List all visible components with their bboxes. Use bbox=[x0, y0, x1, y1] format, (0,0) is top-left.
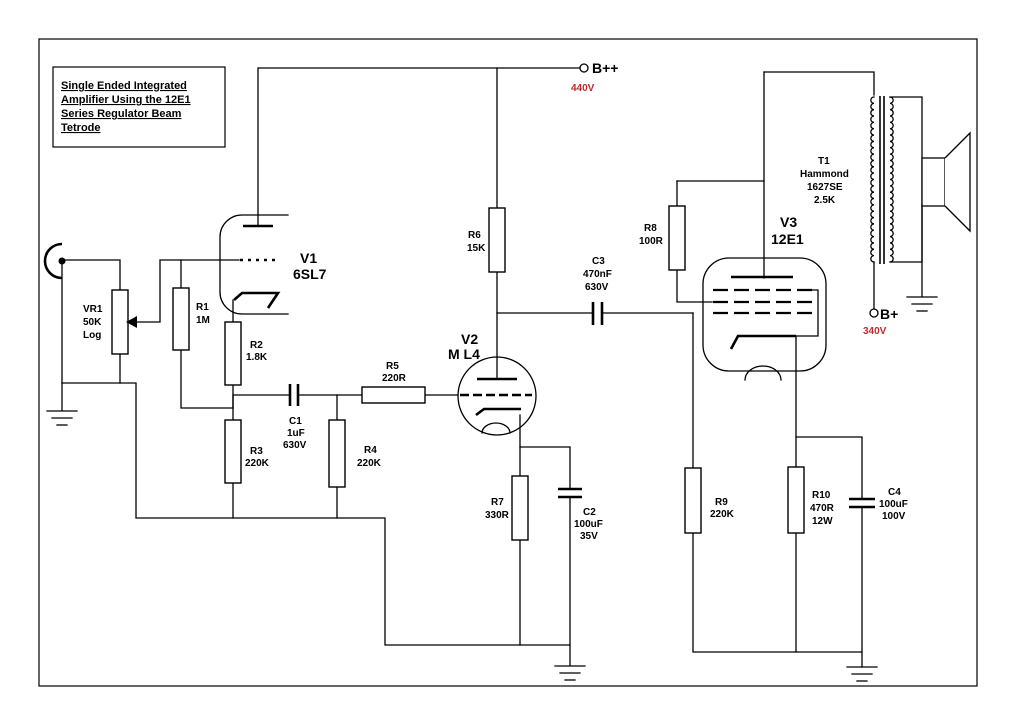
v3-type: 12E1 bbox=[771, 231, 804, 247]
r6-value: 15K bbox=[467, 243, 486, 254]
t1-label: T1 bbox=[818, 156, 830, 167]
r1-label: R1 bbox=[196, 302, 209, 313]
resistor-r8: R8 100R bbox=[639, 205, 686, 271]
vr1-value: 50K bbox=[83, 317, 102, 328]
resistor-r1: R1 1M bbox=[172, 287, 210, 351]
ground-input bbox=[46, 382, 78, 426]
capacitor-c3: C3 470nF 630V bbox=[583, 256, 612, 325]
r5-label: R5 bbox=[386, 361, 399, 372]
r10-label: R10 bbox=[812, 490, 831, 501]
r9-label: R9 bbox=[715, 497, 728, 508]
resistor-r4: R4 220K bbox=[328, 419, 382, 488]
resistor-r3: R3 220K bbox=[224, 419, 270, 484]
title-line-1: Single Ended Integrated bbox=[61, 80, 187, 92]
resistor-r6: R6 15K bbox=[467, 207, 506, 273]
c3-voltage: 630V bbox=[585, 282, 609, 293]
resistor-r10: R10 470R 12W bbox=[787, 466, 835, 534]
tube-v2: V2 M L4 bbox=[448, 331, 537, 436]
c1-voltage: 630V bbox=[283, 440, 307, 451]
t1-impedance: 2.5K bbox=[814, 195, 836, 206]
v1-label: V1 bbox=[300, 250, 317, 266]
resistor-r5: R5 220R bbox=[361, 361, 426, 404]
c4-voltage: 100V bbox=[882, 511, 906, 522]
vr1-taper: Log bbox=[83, 330, 101, 341]
r9-value: 220K bbox=[710, 509, 735, 520]
ground-v2-cathode bbox=[554, 665, 586, 681]
c2-value: 100uF bbox=[574, 519, 603, 530]
title-line-2: Amplifier Using the 12E1 bbox=[61, 94, 191, 106]
ground-speaker bbox=[906, 296, 938, 312]
r10-power: 12W bbox=[812, 516, 833, 527]
wiring bbox=[61, 67, 923, 668]
capacitor-c1: C1 1uF 630V bbox=[283, 384, 307, 451]
r7-label: R7 bbox=[491, 497, 504, 508]
bpp-voltage: 440V bbox=[571, 83, 595, 94]
c1-label: C1 bbox=[289, 416, 302, 427]
bp-label: B+ bbox=[880, 306, 898, 322]
r5-value: 220R bbox=[382, 373, 407, 384]
v3-label: V3 bbox=[780, 214, 797, 230]
title-line-3: Series Regulator Beam bbox=[61, 108, 182, 120]
c3-value: 470nF bbox=[583, 269, 612, 280]
title-box: Single Ended Integrated Amplifier Using … bbox=[52, 66, 226, 148]
speaker-icon bbox=[921, 131, 971, 233]
r6-label: R6 bbox=[468, 230, 481, 241]
resistor-r9: R9 220K bbox=[684, 467, 735, 534]
r7-value: 330R bbox=[485, 510, 510, 521]
t1-brand: Hammond bbox=[800, 169, 849, 180]
v2-type: M L4 bbox=[448, 346, 480, 362]
title-line-4: Tetrode bbox=[61, 122, 101, 134]
resistor-r2: R2 1.8K bbox=[224, 321, 268, 386]
input-jack bbox=[43, 242, 66, 280]
t1-model: 1627SE bbox=[807, 182, 843, 193]
ground-output-stage bbox=[846, 666, 878, 682]
c4-value: 100uF bbox=[879, 499, 908, 510]
bpp-label: B++ bbox=[592, 60, 618, 76]
rail-bpp: B++ 440V bbox=[571, 60, 618, 94]
c4-label: C4 bbox=[888, 487, 901, 498]
r8-label: R8 bbox=[644, 223, 657, 234]
rail-bp: B+ 340V bbox=[863, 306, 898, 337]
diagram-border bbox=[38, 38, 978, 687]
vr1-potentiometer: VR1 50K Log bbox=[83, 289, 137, 355]
bp-voltage: 340V bbox=[863, 326, 887, 337]
r4-value: 220K bbox=[357, 458, 382, 469]
r10-value: 470R bbox=[810, 503, 835, 514]
output-transformer: T1 Hammond 1627SE 2.5K bbox=[800, 96, 894, 264]
r8-value: 100R bbox=[639, 236, 664, 247]
r2-label: R2 bbox=[250, 340, 263, 351]
v2-label: V2 bbox=[461, 331, 478, 347]
c2-voltage: 35V bbox=[580, 531, 598, 542]
r3-value: 220K bbox=[245, 458, 270, 469]
resistor-r7: R7 330R bbox=[485, 475, 529, 541]
c3-label: C3 bbox=[592, 256, 605, 267]
capacitor-c2: C2 100uF 35V bbox=[558, 487, 603, 542]
v1-type: 6SL7 bbox=[293, 266, 327, 282]
r2-value: 1.8K bbox=[246, 352, 268, 363]
c1-value: 1uF bbox=[287, 428, 305, 439]
r4-label: R4 bbox=[364, 445, 377, 456]
vr1-label: VR1 bbox=[83, 304, 103, 315]
capacitor-c4: C4 100uF 100V bbox=[849, 487, 908, 522]
c2-label: C2 bbox=[583, 507, 596, 518]
tube-v1: V1 6SL7 bbox=[219, 214, 327, 315]
r1-value: 1M bbox=[196, 315, 210, 326]
tube-v3: V3 12E1 bbox=[702, 214, 827, 381]
r3-label: R3 bbox=[250, 446, 263, 457]
